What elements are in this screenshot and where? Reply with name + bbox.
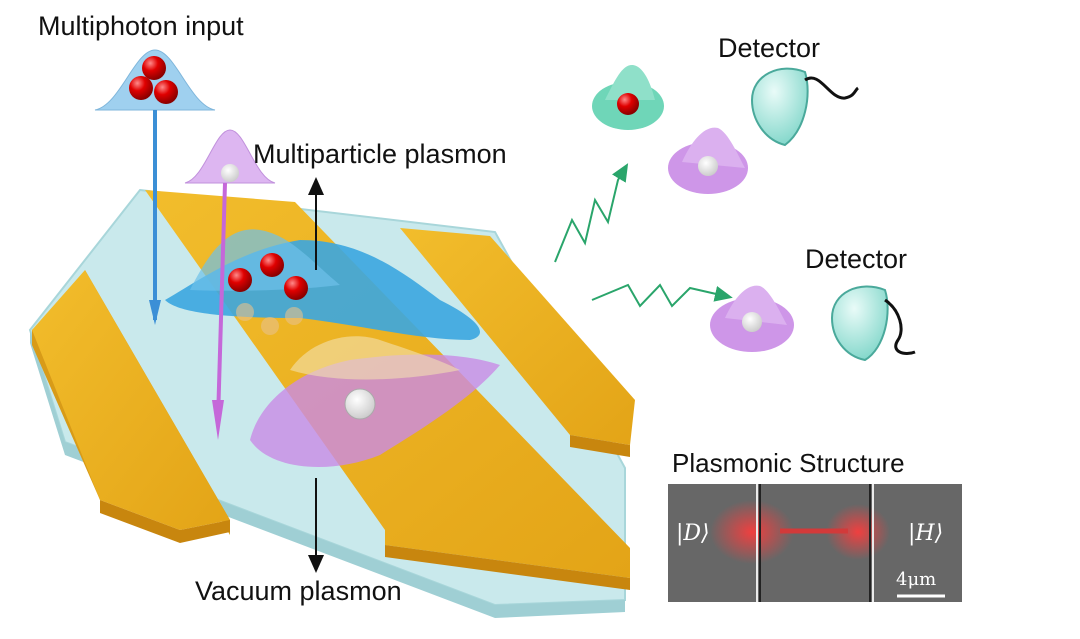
output-wavepacket-teal [592,65,664,130]
scale-bar-label: 4μm [896,569,936,590]
signal-arrow-bottom [591,283,733,308]
detector-bottom-icon [830,285,916,362]
plasmonic-structure-inset: |D⟩ |H⟩ 4μm [668,484,962,602]
detector-top-icon [750,67,860,147]
ket-left: |D⟩ [676,521,710,546]
gold-strip-right [400,228,635,457]
multiparticle-input-wavepacket [184,129,276,440]
purple-vacuum-wavepacket [250,336,500,467]
label-detector-top: Detector [718,33,820,63]
label-detector-bottom: Detector [805,244,907,274]
vacuum-particle [344,388,376,420]
gold-strip-left [32,270,230,543]
output-wavepacket-purple-bottom [710,285,794,352]
label-multiparticle-plasmon: Multiparticle plasmon [253,139,507,169]
output-wavepacket-purple-top [668,127,748,194]
label-vacuum-plasmon: Vacuum plasmon [195,576,402,606]
label-plasmonic-structure: Plasmonic Structure [672,448,905,478]
multiphoton-input-wavepacket [94,49,216,325]
ket-right: |H⟩ [908,521,943,546]
photon-cluster [228,253,308,335]
signal-arrow-top [554,163,629,263]
label-multiphoton-input: Multiphoton input [38,11,244,41]
